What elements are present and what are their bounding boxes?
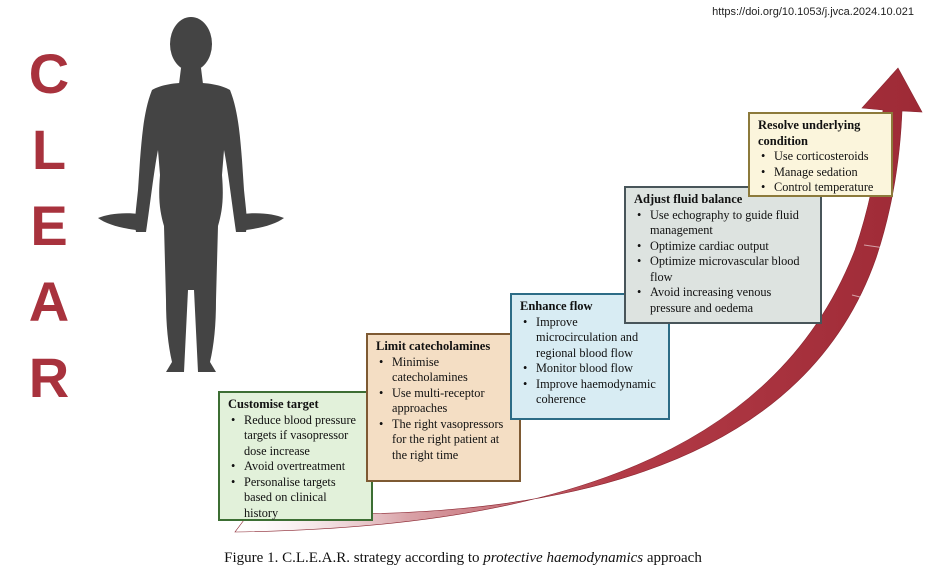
step-customise-target: Customise target Reduce blood pressure t… [218, 391, 373, 521]
step-item: Improve microcirculation and regional bl… [523, 315, 660, 362]
step-title: Enhance flow [520, 299, 593, 313]
step-title: Limit catecholamines [376, 339, 491, 353]
step-title: Adjust fluid balance [634, 192, 743, 206]
caption-suffix: approach [643, 550, 702, 566]
step-item: Improve haemodynamic coherence [523, 377, 660, 408]
step-item: Use multi-receptor approaches [379, 386, 511, 417]
acronym-letter-e: E [30, 194, 68, 257]
step-item: Optimize microvascular blood flow [637, 254, 812, 285]
step-item: Use corticosteroids [761, 149, 883, 165]
step-item: Personalise targets based on clinical hi… [231, 475, 363, 522]
step-title: Resolve underlying condition [758, 118, 861, 148]
step-limit-catecholamines: Limit catecholamines Minimise catecholam… [366, 333, 521, 482]
acronym-letter-l: L [31, 118, 67, 181]
step-item: Minimise catecholamines [379, 355, 511, 386]
acronym-letter-r: R [28, 346, 70, 409]
step-item: Avoid overtreatment [231, 459, 363, 475]
step-adjust-fluid-balance: Adjust fluid balance Use echography to g… [624, 186, 822, 324]
step-item: Use echography to guide fluid management [637, 208, 812, 239]
step-item: The right vasopressors for the right pat… [379, 417, 511, 464]
step-enhance-flow: Enhance flow Improve microcirculation an… [510, 293, 670, 420]
step-item: Avoid increasing venous pressure and oed… [637, 285, 812, 316]
doi-link[interactable]: https://doi.org/10.1053/j.jvca.2024.10.0… [712, 6, 914, 18]
step-item: Reduce blood pressure targets if vasopre… [231, 413, 363, 460]
step-item: Manage sedation [761, 165, 883, 181]
figure-caption: Figure 1. C.L.E.A.R. strategy according … [0, 550, 926, 567]
human-silhouette-icon [98, 17, 284, 372]
clear-acronym: C L E A R [14, 36, 84, 416]
acronym-letter-c: C [28, 42, 70, 105]
curved-up-arrow-icon [234, 67, 923, 533]
step-title: Customise target [228, 397, 319, 411]
acronym-letter-a: A [28, 270, 70, 333]
caption-prefix: Figure 1. C.L.E.A.R. strategy according … [224, 550, 484, 566]
step-item: Control temperature [761, 180, 883, 196]
step-resolve-underlying-condition: Resolve underlying condition Use cortico… [748, 112, 893, 197]
step-item: Optimize cardiac output [637, 239, 812, 255]
caption-emphasis: protective haemodynamics [483, 550, 644, 566]
step-item: Monitor blood flow [523, 361, 660, 377]
